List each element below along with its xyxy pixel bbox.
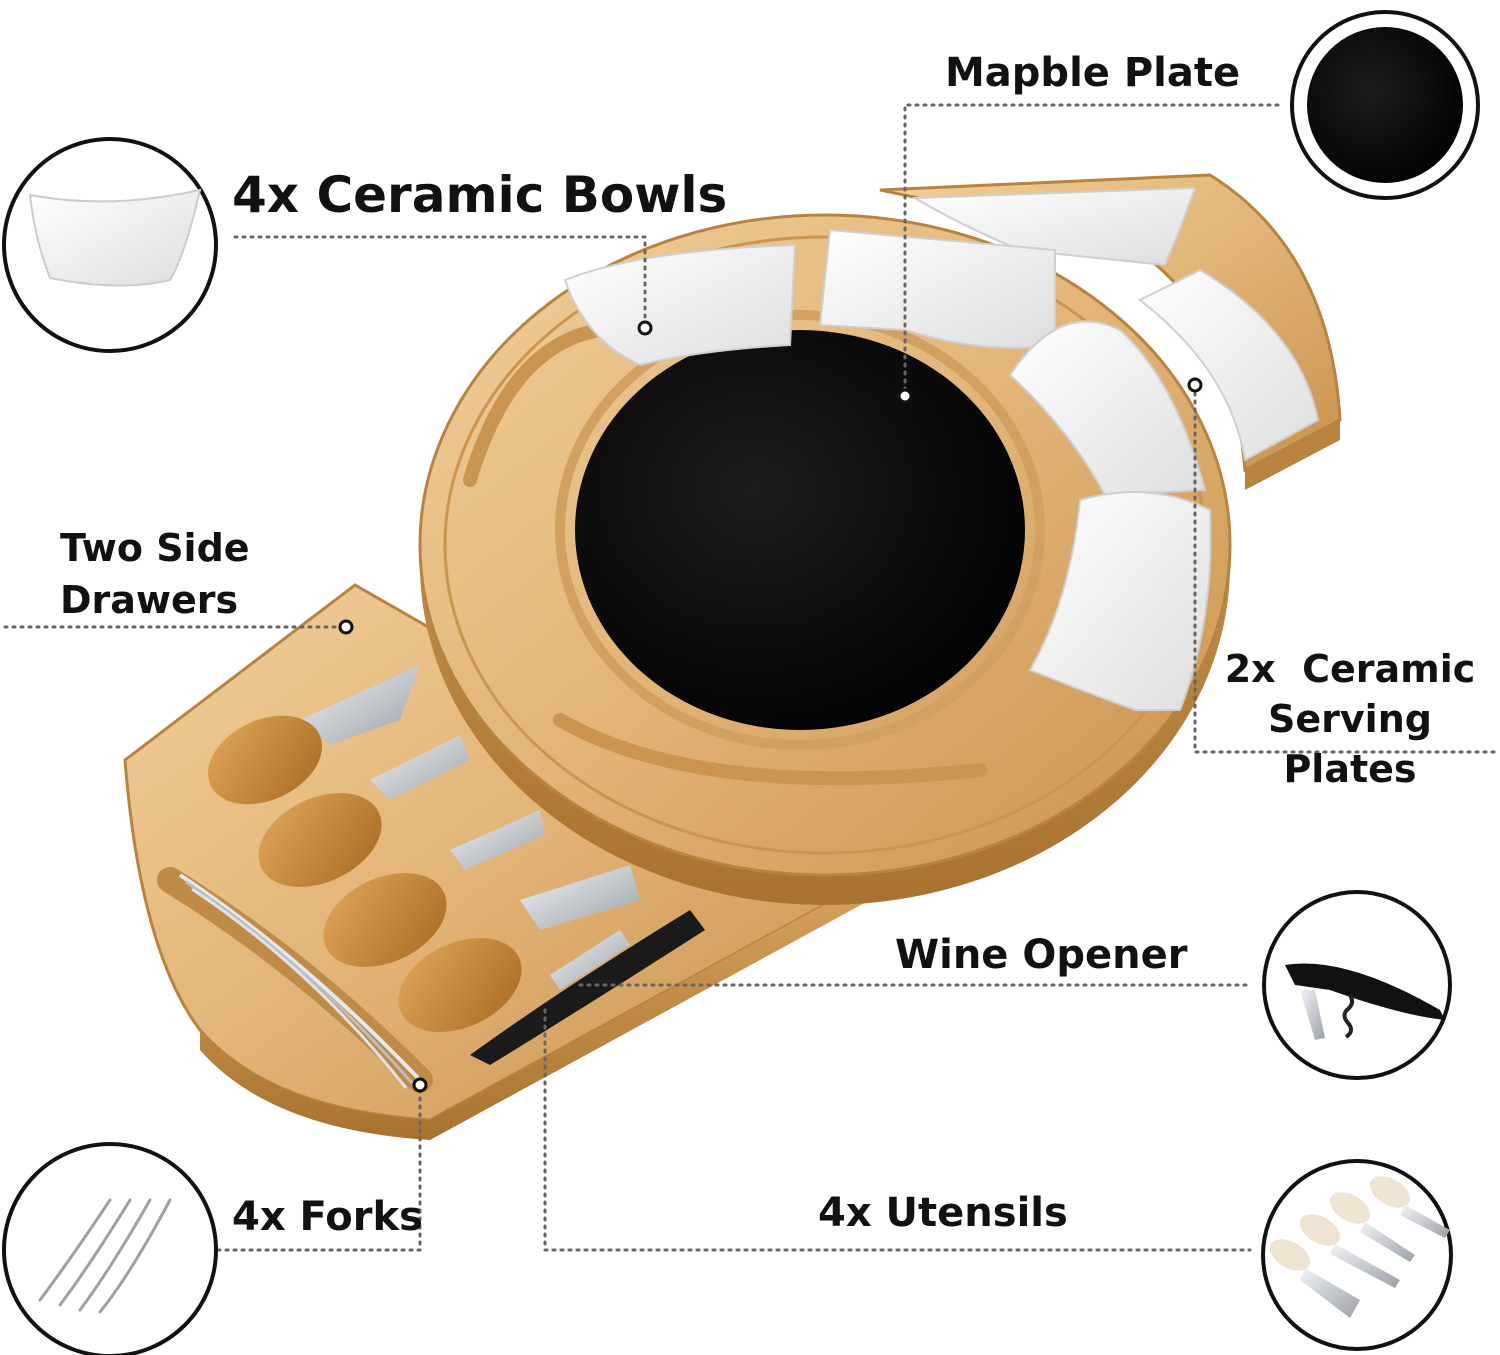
- forks-in-drawer: [178, 873, 420, 1089]
- callout-forks: [2, 1142, 218, 1355]
- callout-black-plate: [1290, 10, 1480, 200]
- label-ceramic-bowls: 4x Ceramic Bowls: [232, 166, 728, 224]
- black-plate-icon: [1307, 27, 1463, 183]
- label-two-side-drawers-line1: Two Side: [60, 526, 250, 570]
- right-drawer: [879, 173, 1342, 490]
- forks-icon: [38, 1198, 172, 1314]
- ceramic-bowls-on-board: [563, 228, 1212, 711]
- label-forks: 4x Forks: [232, 1194, 423, 1240]
- callout-lines: [3, 103, 1497, 1252]
- wine-opener-in-drawer: [470, 910, 705, 1065]
- label-utensils: 4x Utensils: [818, 1190, 1068, 1236]
- round-cheese-board: [418, 213, 1232, 905]
- serving-plate-side: [1138, 268, 1320, 462]
- wine-opener-icon: [1285, 963, 1445, 1040]
- label-serving-plates: 2x Ceramic Serving Plates: [1200, 644, 1500, 794]
- label-mapble-plate: Mapble Plate: [945, 50, 1241, 96]
- ceramic-bowl-icon: [28, 188, 202, 287]
- label-two-side-drawers: Two Side Drawers: [60, 522, 250, 626]
- callout-utensils: [1261, 1159, 1453, 1351]
- label-serving-plates-line1: 2x Ceramic: [1224, 647, 1476, 691]
- black-slate-plate: [575, 330, 1025, 730]
- callout-wine-opener: [1262, 890, 1452, 1080]
- cheese-knives-in-drawer: [208, 665, 640, 1032]
- serving-plate-top: [911, 186, 1197, 267]
- callout-ceramic-bowl: [2, 137, 218, 353]
- label-two-side-drawers-line2: Drawers: [60, 578, 239, 622]
- left-drawer: [123, 583, 874, 1140]
- label-serving-plates-line2: Serving Plates: [1268, 697, 1432, 791]
- utensils-icon: [1269, 1176, 1450, 1318]
- label-wine-opener: Wine Opener: [895, 932, 1188, 978]
